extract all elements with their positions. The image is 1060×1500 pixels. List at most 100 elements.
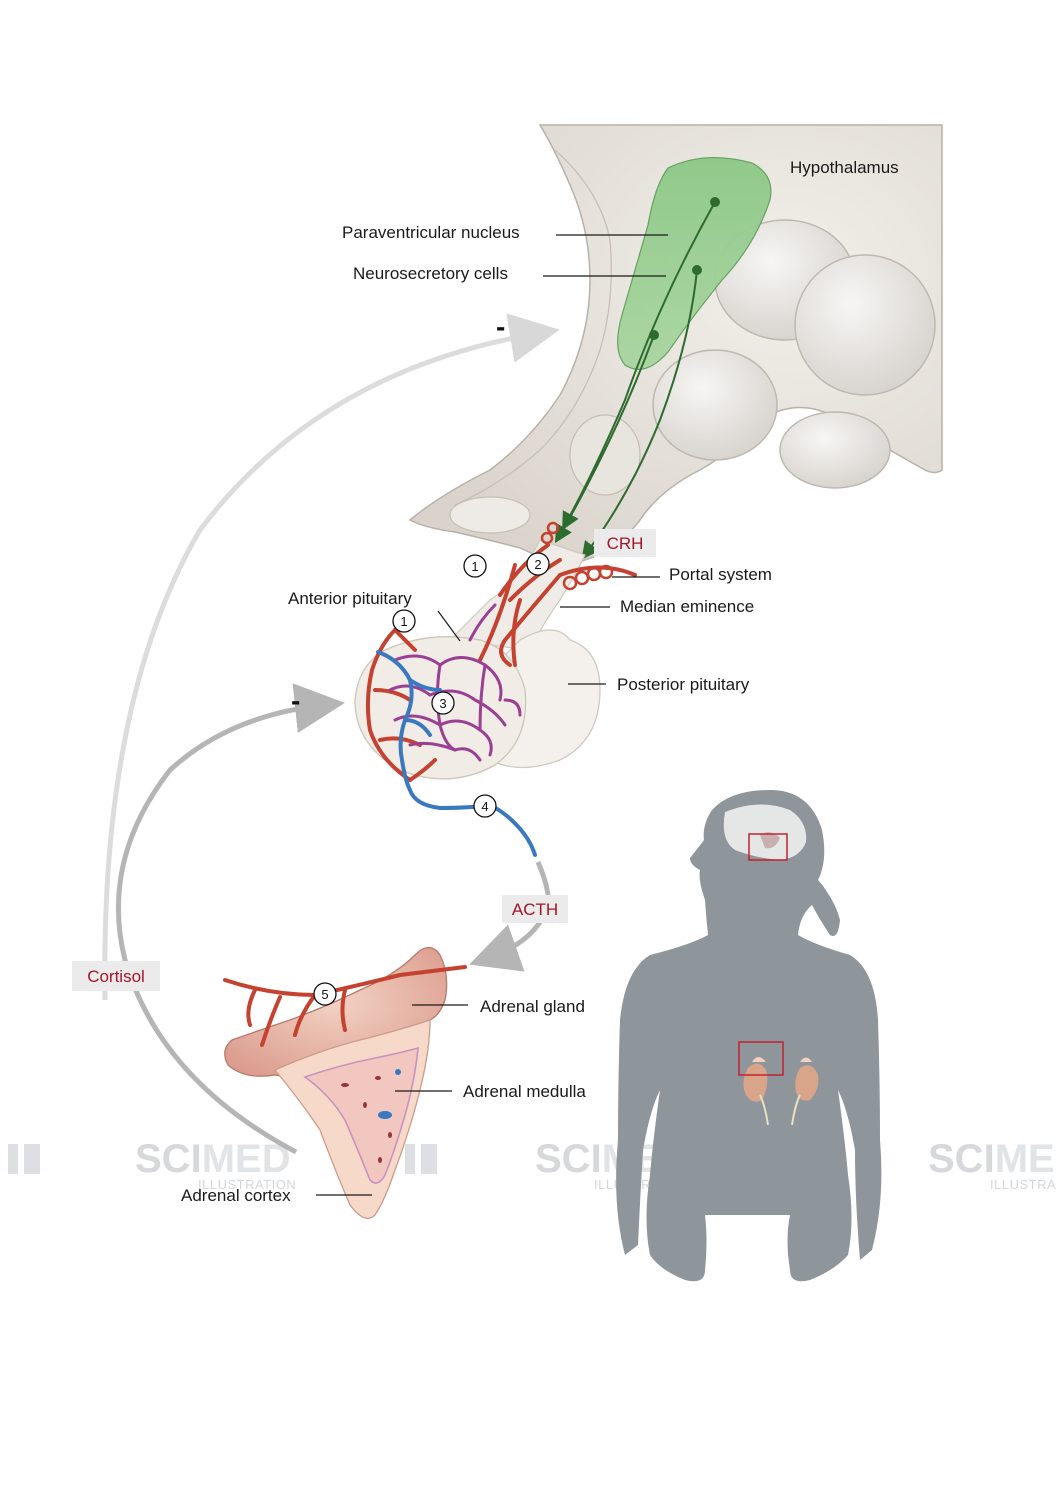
labels: Hypothalamus Paraventricular nucleus Neu…: [181, 158, 899, 1205]
capillary: [503, 698, 522, 717]
pituitary-icon: [760, 832, 780, 849]
vein: [408, 678, 442, 692]
ventricle-blob: [652, 349, 778, 461]
crh-tag-bg: [594, 529, 656, 557]
vein: [408, 788, 537, 857]
cortisol-tag-bg: [72, 961, 160, 991]
hormone-tags: CRH ACTH Cortisol: [72, 529, 656, 991]
crh-tag: CRH: [607, 534, 644, 553]
neurosecretory-axon: [562, 201, 716, 531]
neurosecretory-axon: [554, 334, 655, 544]
cortisol-feedback-pituitary-arrow: [115, 683, 345, 1155]
acth-tag: ACTH: [512, 900, 558, 919]
medulla-vessel: [388, 1132, 392, 1138]
watermark-row: SCIMED ILLUSTRATION SCIMED ILLUSTRATION …: [8, 1137, 1056, 1192]
watermark-sub: ILLUSTRATION: [198, 1177, 296, 1192]
capillary: [436, 663, 457, 752]
medulla-vessel: [378, 1111, 392, 1119]
label-posterior-pituitary: Posterior pituitary: [617, 675, 750, 694]
marker-1-pituitary-label: 1: [400, 614, 407, 629]
ponytail: [812, 880, 838, 935]
label-paraventricular-nucleus: Paraventricular nucleus: [342, 223, 520, 242]
artery: [508, 558, 562, 602]
minus-sign-mid: -: [291, 685, 300, 716]
artery: [340, 988, 347, 1032]
leader-anterior: [437, 610, 461, 642]
body-silhouette: [616, 790, 882, 1282]
artery: [408, 758, 437, 782]
artery: [260, 995, 282, 1047]
ventricle-blob: [569, 414, 641, 496]
medulla-vessel: [395, 1069, 401, 1075]
hypothalamus-section: [408, 124, 943, 566]
marker-3-label: 3: [439, 696, 446, 711]
watermark-sub: ILLUSTRA: [990, 1177, 1056, 1192]
capillary: [393, 714, 493, 757]
artery: [499, 573, 562, 667]
kidney-right-icon: [795, 1065, 819, 1101]
capillary: [468, 603, 497, 642]
minus-sign-top: -: [496, 311, 505, 342]
label-adrenal-gland: Adrenal gland: [480, 997, 585, 1016]
label-median-eminence: Median eminence: [620, 597, 754, 616]
cortisol-tag: Cortisol: [87, 967, 145, 986]
artery: [223, 965, 467, 998]
artery: [498, 543, 550, 597]
watermark-brand: SCIME: [928, 1137, 1055, 1181]
label-portal-system: Portal system: [669, 565, 772, 584]
marker-1-pituitary: [392, 609, 416, 633]
portal-loop: [562, 575, 578, 591]
portal-loop: [540, 531, 554, 545]
marker-5-label: 5: [321, 987, 328, 1002]
numbered-markers: 1 2 1 3 4 5: [313, 552, 550, 1006]
marker-1-top-label: 1: [471, 559, 478, 574]
vein: [403, 718, 432, 737]
artery: [293, 993, 317, 1037]
capillary: [393, 654, 503, 702]
label-hypothalamus: Hypothalamus: [790, 158, 899, 177]
ventricle-blob: [449, 496, 531, 534]
portal-loop: [586, 566, 602, 582]
abdomen-highlight-box: [738, 1041, 784, 1076]
paraventricular-nucleus: [617, 156, 772, 370]
head-highlight-box: [748, 833, 788, 861]
tissue-contour: [454, 149, 612, 506]
marker-4: [473, 794, 497, 818]
watermark-brand: SCIMED: [135, 1137, 291, 1181]
human-silhouette: [616, 790, 882, 1282]
marker-3: [431, 691, 455, 715]
artery: [558, 565, 637, 577]
label-anterior-pituitary: Anterior pituitary: [288, 589, 412, 608]
medulla-vessel: [363, 1102, 367, 1108]
medulla-vessel: [375, 1076, 381, 1080]
watermark-logo-bar: [405, 1144, 415, 1174]
label-adrenal-cortex: Adrenal cortex: [181, 1186, 291, 1205]
acth-flow-arrow-lower: [469, 920, 543, 972]
adrenal-medulla-region: [303, 1046, 419, 1184]
artery: [246, 988, 257, 1027]
neuron-soma: [710, 197, 720, 207]
marker-2-label: 2: [534, 557, 541, 572]
watermark-logo-bar: [24, 1144, 40, 1174]
artery: [393, 628, 417, 652]
capillary: [478, 663, 487, 732]
portal-loop: [574, 570, 590, 586]
ureter-icon: [791, 1094, 801, 1126]
watermark-logo-bar: [8, 1144, 18, 1174]
medulla-vessel: [378, 1157, 382, 1163]
marker-1-top: [463, 554, 487, 578]
medulla-vessels: [341, 1069, 401, 1163]
adrenal-section: [223, 946, 467, 1219]
adrenal-arteries: [223, 965, 467, 1047]
adrenal-icon: [752, 1057, 766, 1062]
marker-4-label: 4: [481, 799, 488, 814]
ureter-icon: [759, 1094, 769, 1126]
artery: [511, 598, 522, 667]
neuron-soma: [692, 265, 702, 275]
ventricle-blob: [779, 411, 891, 489]
marker-2: [526, 552, 550, 576]
medulla-vessel: [341, 1083, 349, 1087]
portal-loop: [598, 564, 614, 580]
